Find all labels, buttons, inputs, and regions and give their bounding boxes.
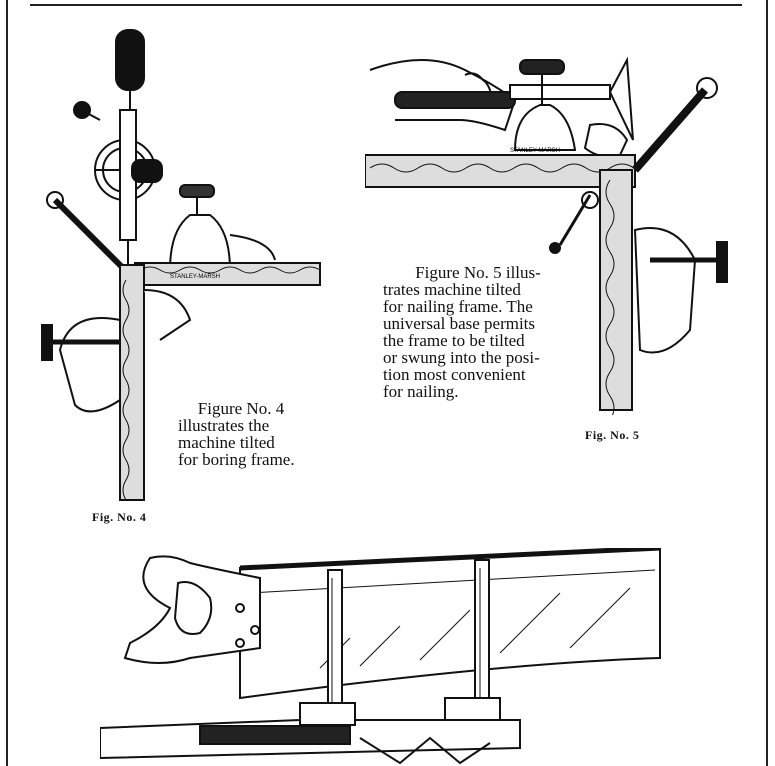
figure-5-caption-line: tion most convenient <box>383 365 526 384</box>
left-border-rule <box>6 0 8 766</box>
figure-4-caption-line: for boring frame. <box>178 450 295 469</box>
figure-4-caption: Figure No. 4 illustrates the machine til… <box>178 400 304 468</box>
figure-5-caption-line: universal base permits <box>383 314 536 333</box>
figure-4-label: Fig. No. 4 <box>92 510 147 524</box>
figure-4-caption-line: Figure No. 4 <box>197 399 285 418</box>
figure-5-caption-line: the frame to be tilted <box>383 331 525 350</box>
figure-5-caption-line: or swung into the posi- <box>383 348 540 367</box>
mitre-box-saw-illustration <box>100 548 661 765</box>
figure-5-illustration: STANLEY-MARSH <box>365 56 728 415</box>
figure-4-illustration: STANLEY-MARSH <box>41 29 321 501</box>
top-border-rule <box>30 4 742 6</box>
figure-5-caption-line: for nailing. <box>383 382 459 401</box>
figure-5-caption-line: for nailing frame. The <box>383 297 533 316</box>
right-border-rule <box>766 0 768 766</box>
figure-4-caption-line: illustrates the <box>178 416 270 435</box>
figure-4-brand-text: STANLEY-MARSH <box>170 274 220 280</box>
figure-4-caption-line: machine tilted <box>178 433 275 452</box>
figure-5-caption-line: trates machine tilted <box>383 280 521 299</box>
figure-5-label: Fig. No. 5 <box>585 428 640 442</box>
figure-5-brand-text: STANLEY-MARSH <box>510 148 560 154</box>
figure-5-caption-line: Figure No. 5 illus- <box>415 263 541 282</box>
figure-5-caption: Figure No. 5 illus- trates machine tilte… <box>383 264 573 400</box>
